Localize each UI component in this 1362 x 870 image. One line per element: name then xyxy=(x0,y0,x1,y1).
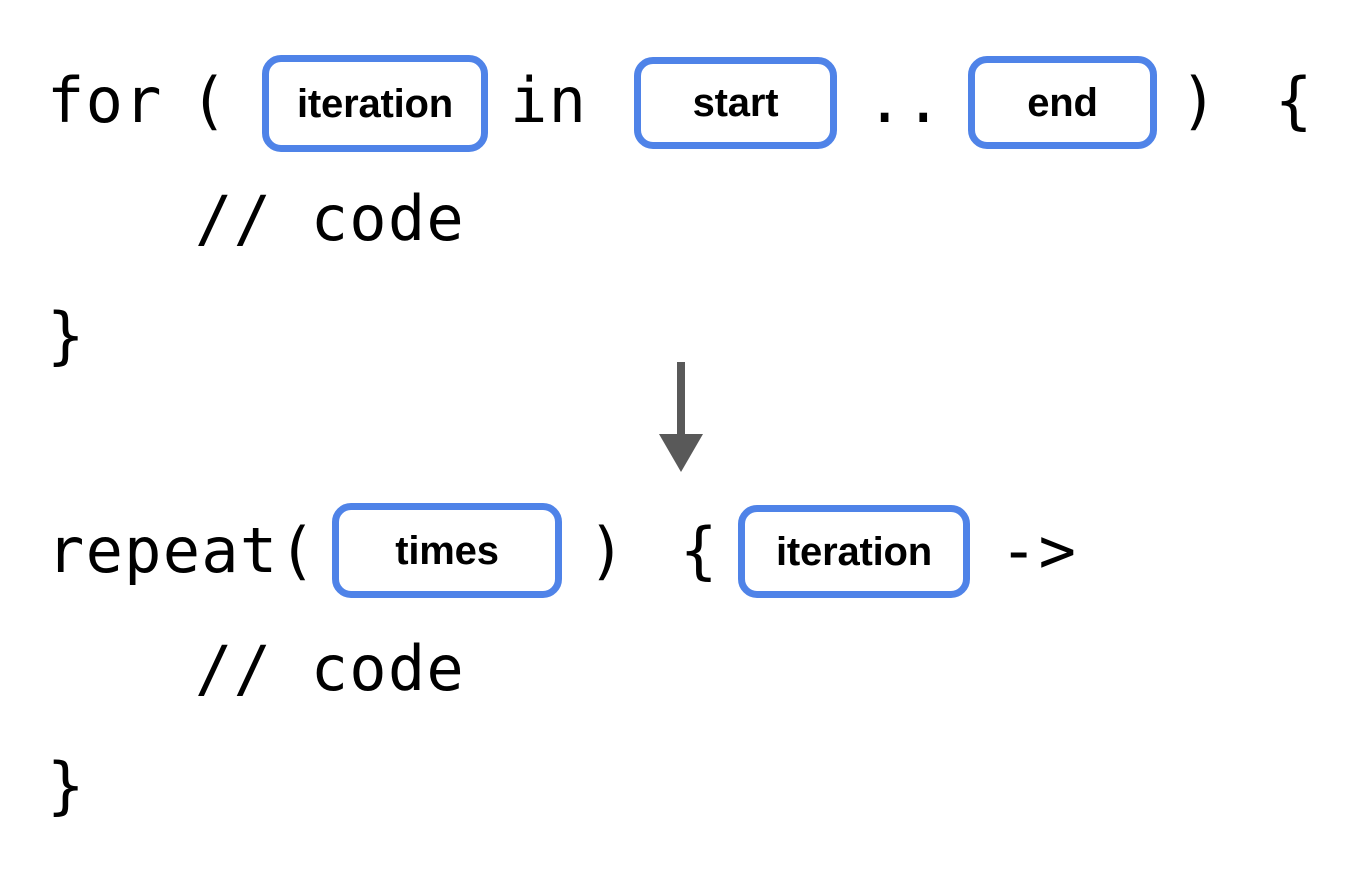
after-close-brace: } xyxy=(47,749,86,822)
before-close-brace: } xyxy=(47,299,86,372)
token-start-label: start xyxy=(692,81,779,125)
open-paren: ( xyxy=(190,64,229,137)
for-keyword: for xyxy=(47,64,163,137)
downward-arrow-icon xyxy=(659,362,703,472)
token-start[interactable]: start xyxy=(634,57,837,149)
after-open-brace: { xyxy=(680,514,719,587)
token-times[interactable]: times xyxy=(332,503,562,598)
repeat-call-keyword: repeat( xyxy=(47,514,317,587)
lambda-arrow: -> xyxy=(1000,514,1078,587)
token-iteration-before-label: iteration xyxy=(297,81,453,126)
token-end-label: end xyxy=(1027,80,1098,125)
open-brace: { xyxy=(1275,64,1314,137)
close-paren: ) xyxy=(1180,64,1219,137)
token-iteration-after[interactable]: iteration xyxy=(738,505,970,598)
after-close-paren: ) xyxy=(588,514,627,587)
before-comment: // code xyxy=(195,182,465,255)
token-iteration-after-label: iteration xyxy=(776,529,932,574)
after-comment: // code xyxy=(195,632,465,705)
token-times-label: times xyxy=(395,528,499,573)
token-end[interactable]: end xyxy=(968,56,1157,149)
range-operator: .. xyxy=(866,64,944,137)
in-keyword: in xyxy=(510,64,588,137)
token-iteration-before[interactable]: iteration xyxy=(262,55,488,152)
